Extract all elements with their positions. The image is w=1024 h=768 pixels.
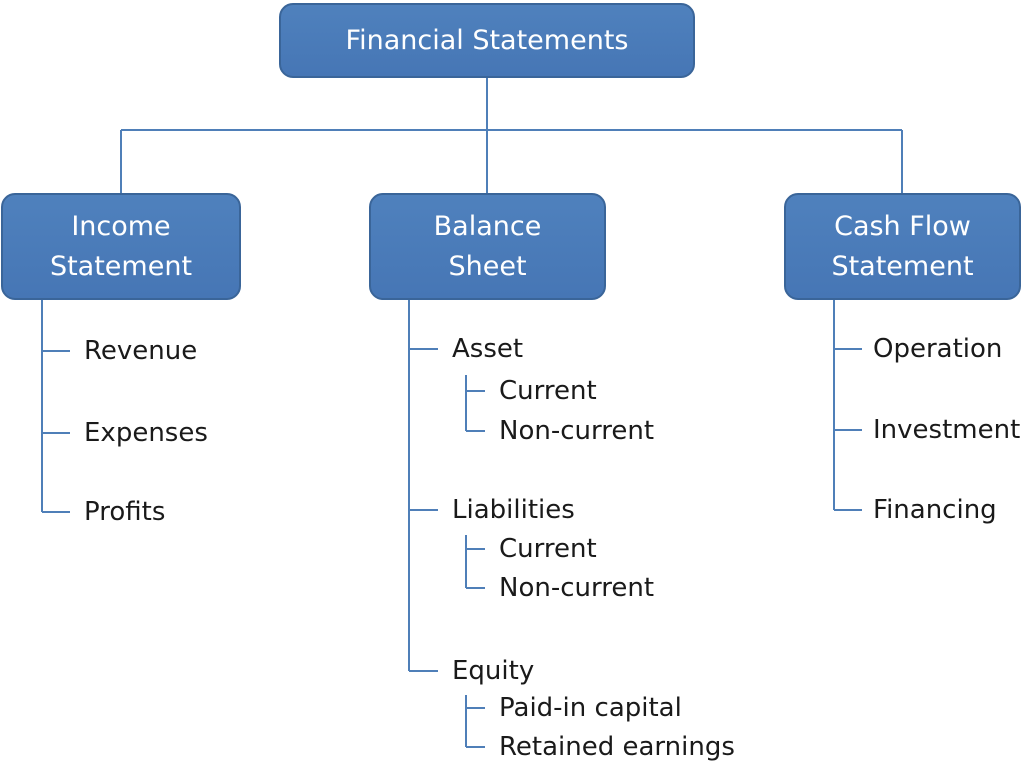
income-line1: Income [71, 210, 171, 242]
income-item-expenses: Expenses [84, 418, 208, 448]
income-line2: Statement [49, 250, 193, 282]
balance-group-equity: Equity [452, 656, 535, 686]
cashflow-line2: Statement [831, 250, 974, 282]
cashflow-item-investment: Investment [873, 415, 1021, 445]
balance-group-asset: Asset [452, 334, 524, 364]
balance-group-liabilities: Liabilities [452, 495, 575, 525]
root-label: Financial Statements [345, 24, 629, 56]
cashflow-item-financing: Financing [873, 495, 997, 525]
equity-item-paid-in-capital: Paid-in capital [499, 693, 682, 723]
root-box-financial-statements: Financial Statements [279, 3, 695, 78]
income-item-profits: Profits [84, 497, 166, 527]
asset-item-current: Current [499, 376, 597, 406]
balance-line1: Balance [433, 210, 542, 242]
cashflow-line1: Cash Flow [834, 210, 971, 242]
equity-item-retained-earnings: Retained earnings [499, 732, 735, 762]
box-income-statement: Income Statement [1, 193, 241, 300]
liabilities-item-noncurrent: Non-current [499, 573, 655, 603]
cashflow-item-operation: Operation [873, 334, 1003, 364]
liabilities-item-current: Current [499, 534, 597, 564]
box-cash-flow-statement: Cash Flow Statement [784, 193, 1021, 300]
asset-item-noncurrent: Non-current [499, 416, 655, 446]
balance-line2: Sheet [448, 250, 527, 282]
income-item-revenue: Revenue [84, 336, 198, 366]
box-balance-sheet: Balance Sheet [369, 193, 606, 300]
